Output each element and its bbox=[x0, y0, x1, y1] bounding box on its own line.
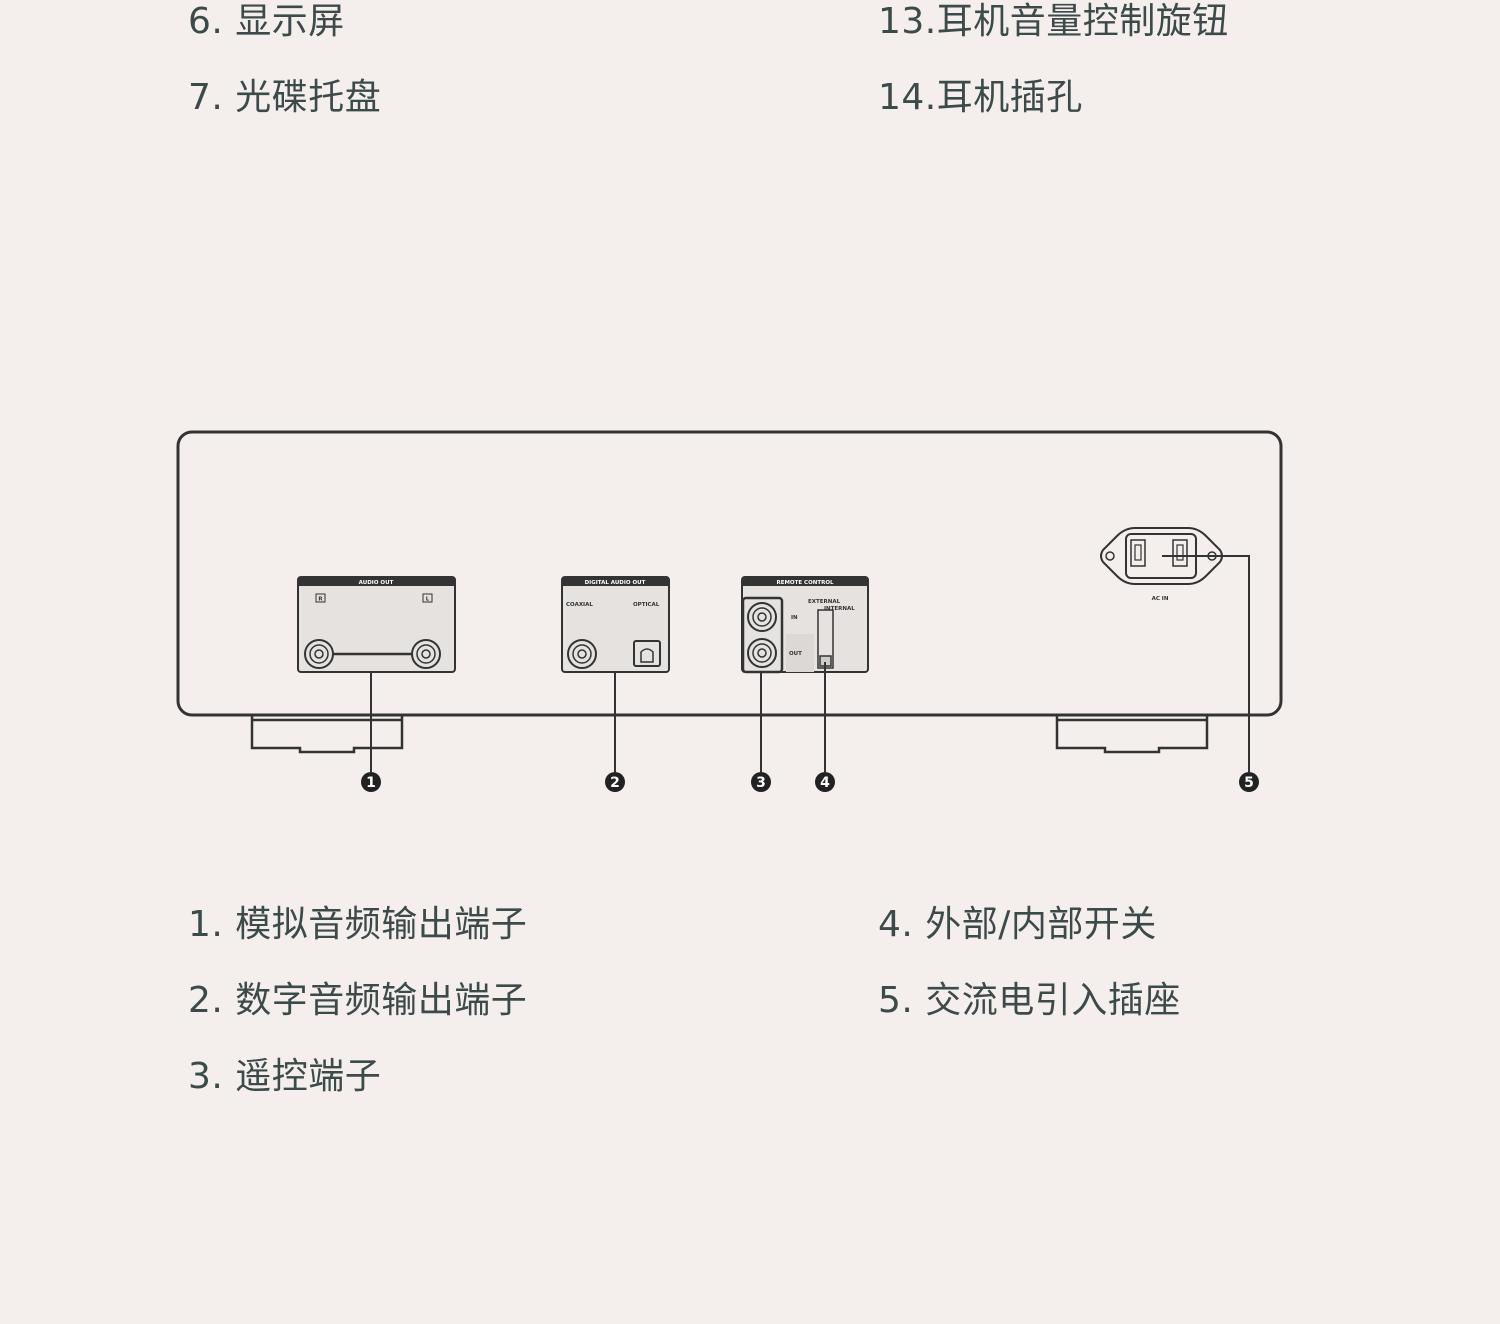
label-headphone-jack: 14.耳机插孔 bbox=[878, 77, 1083, 118]
callout-4: 4 bbox=[815, 772, 835, 792]
label-remote-terminal: 3. 遥控端子 bbox=[188, 1056, 382, 1097]
remote-out-jack[interactable] bbox=[747, 638, 777, 668]
digital-out-title: DIGITAL AUDIO OUT bbox=[585, 580, 646, 586]
callout-lines bbox=[370, 555, 1250, 772]
coaxial-jack[interactable] bbox=[567, 639, 597, 669]
label-headphone-volume-knob: 13.耳机音量控制旋钮 bbox=[878, 1, 1229, 42]
optical-jack[interactable] bbox=[633, 640, 661, 667]
svg-text:1: 1 bbox=[366, 775, 376, 791]
internal-label: INTERNAL bbox=[824, 606, 855, 612]
external-label: EXTERNAL bbox=[808, 599, 841, 605]
svg-text:5: 5 bbox=[1244, 775, 1254, 791]
audio-l-label: L bbox=[426, 597, 430, 603]
label-digital-audio-out: 2. 数字音频输出端子 bbox=[188, 980, 528, 1021]
label-display: 6. 显示屏 bbox=[188, 1, 345, 42]
remote-in-label: IN bbox=[791, 615, 798, 621]
optical-label: OPTICAL bbox=[633, 602, 660, 608]
coaxial-label: COAXIAL bbox=[566, 602, 593, 608]
svg-text:3: 3 bbox=[756, 775, 766, 791]
callout-1: 1 bbox=[361, 772, 381, 792]
ac-in-label: AC IN bbox=[1152, 596, 1169, 602]
left-foot bbox=[250, 716, 404, 754]
callout-2: 2 bbox=[605, 772, 625, 792]
audio-r-label: R bbox=[318, 597, 323, 603]
remote-in-jack[interactable] bbox=[747, 602, 777, 632]
label-ac-inlet: 5. 交流电引入插座 bbox=[878, 980, 1181, 1021]
svg-text:4: 4 bbox=[820, 775, 830, 791]
digital-audio-out-panel: DIGITAL AUDIO OUT COAXIAL OPTICAL bbox=[561, 576, 670, 673]
audio-out-title: AUDIO OUT bbox=[359, 580, 394, 586]
rca-jack-r[interactable] bbox=[304, 639, 334, 669]
svg-text:2: 2 bbox=[610, 775, 620, 791]
label-external-internal-switch: 4. 外部/内部开关 bbox=[878, 904, 1157, 945]
label-analog-audio-out: 1. 模拟音频输出端子 bbox=[188, 904, 528, 945]
remote-control-title: REMOTE CONTROL bbox=[776, 580, 834, 586]
label-disc-tray: 7. 光碟托盘 bbox=[188, 77, 382, 118]
remote-out-label: OUT bbox=[789, 651, 802, 657]
callout-3: 3 bbox=[751, 772, 771, 792]
chassis-body bbox=[176, 430, 1283, 717]
right-foot bbox=[1055, 716, 1209, 754]
remote-control-panel: REMOTE CONTROL IN OUT EXTERNAL INTERNAL bbox=[741, 576, 869, 674]
callout-5: 5 bbox=[1239, 772, 1259, 792]
audio-out-panel: AUDIO OUT R L bbox=[297, 576, 456, 673]
